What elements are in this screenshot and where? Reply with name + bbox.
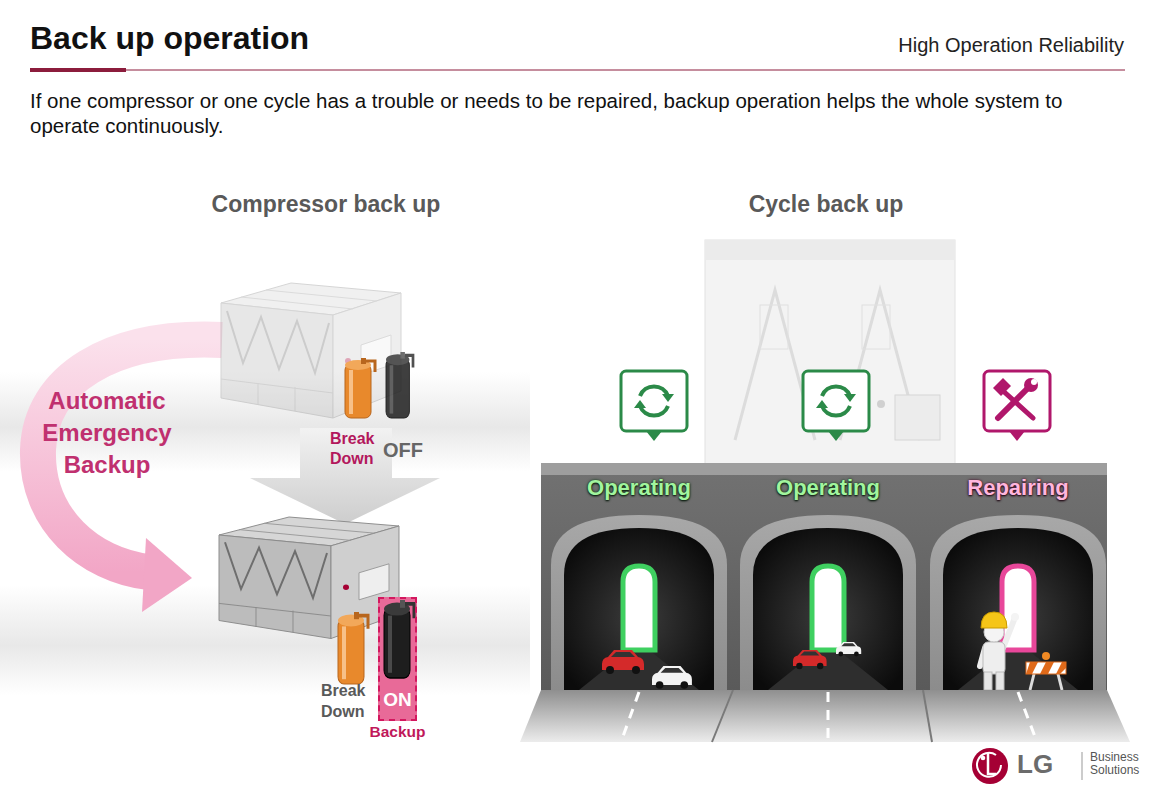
worker-leg [984,672,992,690]
header-tag: High Operation Reliability [898,34,1124,57]
wrench-head [1024,378,1038,392]
tunnel-facade: Operating Operating Repairing [541,463,1107,690]
brand-logo-mark [977,753,1001,777]
tunnel-arch [930,515,1106,690]
car-white [836,642,861,656]
tunnel-exit-light [812,566,844,650]
intro-text: If one compressor or one cycle has a tro… [30,88,1130,138]
chiller-faded-logo [877,400,885,408]
compressor-broken [345,358,375,418]
status-label: OFF [383,439,423,462]
brand-logo-mark [988,753,996,774]
tunnel-exit-light [623,566,655,650]
car-white [652,666,692,689]
hammer-handle [1002,390,1033,418]
status-label: Break Down [321,680,365,722]
lane-marking [621,692,639,742]
arrow-caption: Automatic Emergency Backup [42,385,171,481]
section-heading: Cycle back up [749,191,904,217]
operating-icon [621,371,687,441]
transition-arrow [250,428,440,524]
tunnel-road [768,650,888,690]
lane-marking [827,692,830,742]
barricade-lamp [1042,652,1050,660]
title-rule-accent [30,68,126,72]
emergency-backup-arrowhead [142,538,192,612]
status-repairing: Repairing [967,475,1068,501]
tunnel-inside [753,528,903,690]
road-surface [520,690,1130,742]
backup-compressor-box: ONBackup [378,597,417,721]
chiller-faded-window [862,305,890,349]
worker-body [983,642,1005,674]
tunnel-road [958,650,1078,690]
chiller-faded-top [705,240,955,260]
status-on: ON [383,689,412,711]
lane-separator [923,690,932,742]
worker-leg [996,672,1004,690]
lane-separator [712,690,733,742]
barricade-stripe [1056,662,1066,674]
lane-marking [1018,692,1037,742]
wrench-jaw [1031,379,1037,385]
compressor-off [386,352,413,418]
repair-icon-pointer [1009,431,1025,441]
status-label: Break Down [330,429,374,469]
operating-icon [803,371,869,441]
tunnel-arch [740,515,916,690]
status-operating: Operating [587,475,691,501]
chiller-faded [705,240,955,465]
compressor-broken [338,612,368,684]
status-operating: Operating [776,475,880,501]
chiller-faded [221,283,401,418]
worker-helmet [981,612,1007,628]
tunnel-road [579,650,699,690]
barricade-stripe [1040,662,1054,674]
tunnel-inside [943,528,1093,690]
brand-divider [1082,752,1083,780]
emergency-backup-arrow [38,340,222,572]
tunnel-facade-face [541,463,1107,690]
brand-tagline: Business Solutions [1090,751,1139,777]
repair-icon-frame [984,371,1050,431]
backup-tag: Backup [370,723,426,741]
barricade-board [1026,662,1066,674]
hammer-head [993,378,1011,396]
worker-hand [1011,613,1019,621]
backup-highlight [378,597,417,721]
tunnel-inside [564,528,714,690]
tunnel-facade-top [541,463,1107,475]
barricade-stripe [1026,662,1038,674]
tunnel-exit-light [1002,566,1034,650]
brand-logo-text: LG [1017,749,1053,779]
brand-logo-circle [972,748,1008,784]
chiller-unit [219,517,399,639]
slide-title: Back up operation [30,20,309,57]
compressor-backup [384,600,414,678]
car-red [602,650,644,674]
section-heading: Compressor back up [212,191,441,217]
chiller-faded-window [760,305,788,349]
tunnel-arch [551,515,727,690]
car-red [793,650,827,669]
title-rule [30,70,1125,71]
chiller-faded-panel [895,395,940,440]
